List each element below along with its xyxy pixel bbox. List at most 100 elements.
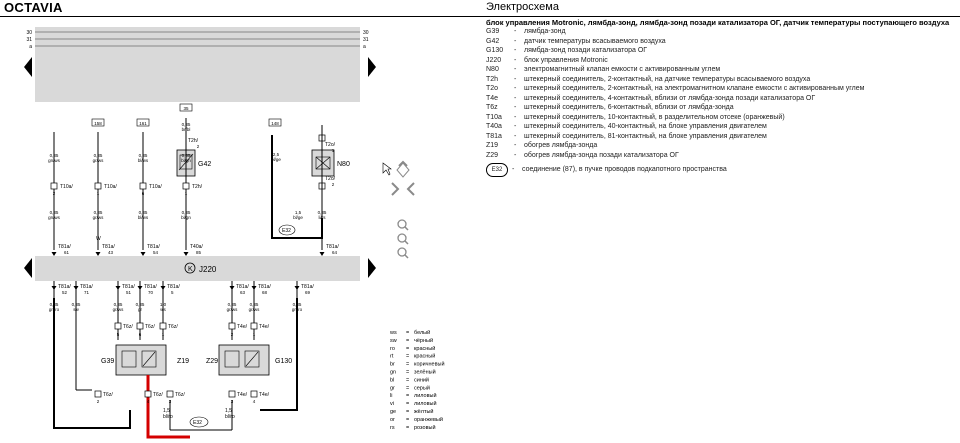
- wire-gauge: 0,35: [94, 210, 103, 215]
- pin-arrow: [294, 286, 300, 290]
- color-code: ge: [390, 409, 396, 415]
- legend-text: штекерный соединитель, 81-контактный, на…: [524, 132, 767, 140]
- legend-code: T2h: [486, 75, 499, 83]
- ecu-pin-num: 64: [332, 250, 338, 255]
- reference-box-label: 161: [139, 121, 147, 126]
- color-eq: =: [406, 346, 409, 352]
- legend-code: T10a: [486, 113, 502, 121]
- reference-box-label: 35: [183, 106, 189, 111]
- legend-code: T2o: [486, 85, 499, 92]
- legend-item: G130-лямбда-зонд позади катализатора ОГ: [486, 47, 648, 54]
- color-code: gn: [390, 370, 396, 376]
- scroll-right-arrow-lower[interactable]: [368, 258, 376, 278]
- color-code: ro: [390, 346, 395, 352]
- color-name: красный: [414, 345, 435, 352]
- wire-color: gn/ws: [48, 158, 61, 163]
- ecu-pin-num: 54: [153, 250, 159, 255]
- g39-label: G39: [101, 358, 114, 365]
- ecu-pin-num: 71: [84, 290, 90, 295]
- pin-arrow: [95, 252, 101, 256]
- legend-text: обогрев лямбда-зонда позади катализатора…: [524, 151, 679, 159]
- zoom-out-icon[interactable]: [397, 247, 409, 259]
- document-title: Электросхема: [486, 1, 559, 13]
- wire-gauge: 0,35: [50, 153, 59, 158]
- color-code: rs: [390, 425, 395, 431]
- pin-arrow: [183, 252, 189, 256]
- connector-pin-num: 2: [231, 332, 234, 337]
- legend-code: J220: [486, 56, 502, 64]
- legend-code: N80: [486, 66, 499, 73]
- legend-item: T10a-штекерный соединитель, 10-контактны…: [486, 113, 785, 121]
- connector-pin: [228, 322, 236, 330]
- color-eq: =: [406, 338, 409, 344]
- color-code: vi: [390, 401, 394, 407]
- pan-down-right-icon[interactable]: [406, 182, 415, 196]
- scroll-left-arrow-lower[interactable]: [24, 258, 32, 278]
- svg-text:bl/ro: bl/ro: [225, 414, 235, 420]
- wire-gauge: 0,35: [136, 302, 145, 307]
- reference-box: [179, 103, 193, 112]
- connector-pin-num: 3: [169, 399, 172, 404]
- pan-control[interactable]: [391, 160, 415, 196]
- wire-gauge: 0,35: [50, 210, 59, 215]
- wire-gauge: 1,0: [160, 302, 167, 307]
- legend-item: T4e-штекерный соединитель, 4-контактный,…: [486, 94, 816, 102]
- scroll-left-arrow[interactable]: [24, 57, 32, 77]
- rail-label-right: a: [363, 44, 366, 50]
- connector-pin-num: 6: [142, 191, 145, 196]
- rail-label-right: 31: [363, 37, 369, 43]
- ecu-pin-ref: T81a/: [58, 244, 71, 250]
- color-eq: =: [406, 425, 409, 431]
- wire-color: gr/ws: [93, 215, 105, 220]
- color-eq: =: [406, 354, 409, 360]
- wire-color: bl/ws: [138, 215, 149, 220]
- scroll-right-arrow[interactable]: [368, 57, 376, 77]
- legend-item: T40a-штекерный соединитель, 40-контактны…: [486, 123, 767, 130]
- ground-e32: [189, 416, 209, 428]
- wire-gauge: 0,35: [182, 210, 191, 215]
- zoom-reset-icon[interactable]: [397, 233, 409, 245]
- ecu-pin-num: 43: [108, 250, 114, 255]
- reference-box: [136, 118, 150, 127]
- legend-item: N80-электромагнитный клапан емкости с ак…: [486, 66, 721, 73]
- pin-arrow: [51, 286, 57, 290]
- ecu-pin-ref: T81a/: [58, 284, 71, 290]
- color-eq: =: [406, 417, 409, 423]
- g42-label: G42: [198, 161, 211, 168]
- wire-color: gn/ro: [292, 307, 303, 312]
- color-code: li: [390, 393, 392, 399]
- legend-code: T81a: [486, 132, 502, 140]
- legend-text: штекерный соединитель, 40-контактный, на…: [524, 123, 767, 130]
- color-eq: =: [406, 393, 409, 399]
- connector-pin-num: 6: [139, 332, 142, 337]
- legend-text: лямбда-зонд: [524, 28, 566, 35]
- connector-ref: T2h/: [192, 184, 203, 190]
- brand-title: OCTAVIA: [4, 0, 63, 15]
- wire-color: gn/ws: [48, 215, 61, 220]
- color-name: зелёный: [414, 369, 436, 376]
- reference-box-label: 158: [94, 121, 102, 126]
- ecu-pin-num: 61: [64, 250, 70, 255]
- ecu-pin-num: 70: [148, 290, 154, 295]
- color-name: жёлтый: [414, 408, 434, 415]
- svg-text:1,5: 1,5: [163, 408, 170, 414]
- wire-gauge: 0,35: [50, 302, 59, 307]
- wire-color: bl/gn: [181, 158, 191, 163]
- svg-text:1,5: 1,5: [225, 408, 232, 414]
- pan-down-left-icon[interactable]: [391, 182, 400, 196]
- zoom-in-icon[interactable]: [397, 219, 409, 231]
- legend-text: лямбда-зонд позади катализатора ОГ: [524, 47, 648, 54]
- g130-sensor-group: [218, 344, 270, 376]
- wire-color: gr/ws: [227, 307, 239, 312]
- z29-label: Z29: [206, 358, 218, 365]
- pan-up-icon[interactable]: [398, 160, 408, 167]
- wire-gauge: 0,35: [228, 302, 237, 307]
- connector-pin-num: 5: [117, 332, 120, 337]
- connector-ref: T6z/: [103, 392, 113, 398]
- svg-text:E32: E32: [193, 420, 202, 426]
- wire-gauge: 0,35: [114, 302, 123, 307]
- legend-code: T6z: [486, 104, 498, 111]
- legend-code: T4e: [486, 94, 499, 102]
- connector-pin: [228, 390, 236, 398]
- ecu-pin-ref: T81a/: [122, 284, 135, 290]
